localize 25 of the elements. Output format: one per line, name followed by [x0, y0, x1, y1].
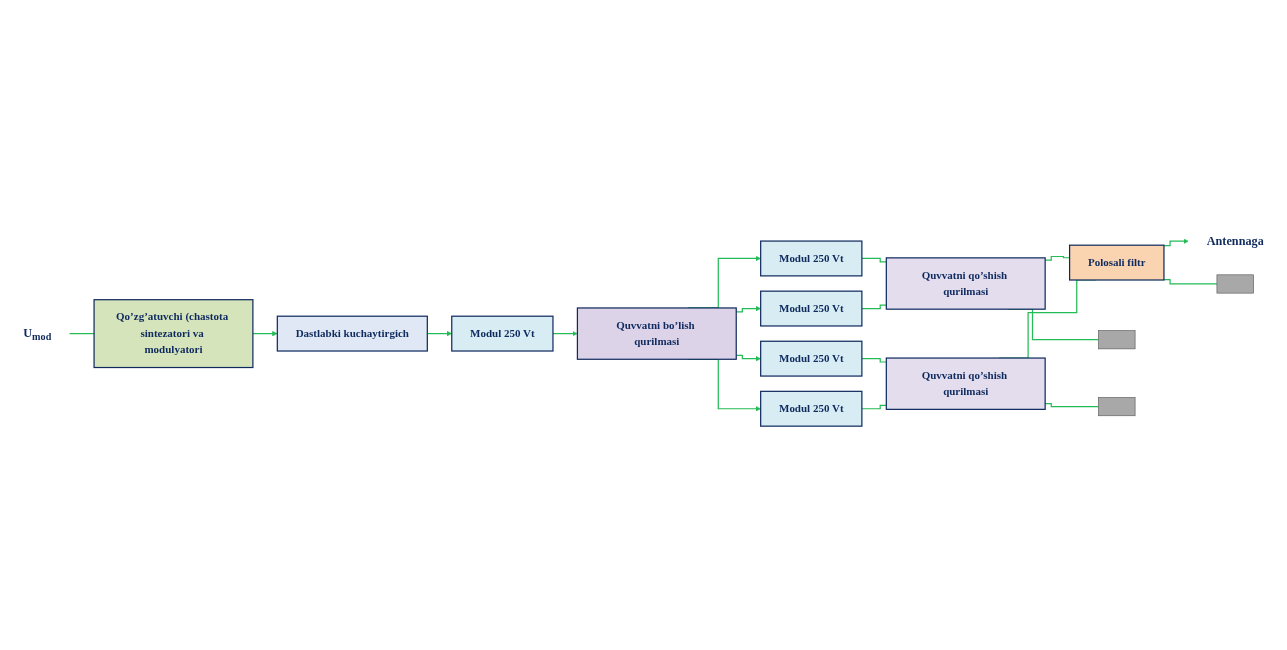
node-box: Qo’zg’atuvchi (chastota sintezatori va modulyatori [93, 299, 254, 369]
node-box [1098, 330, 1136, 350]
connector [69, 333, 95, 335]
node-box: Modul 250 Vt [760, 240, 863, 277]
node-box: Modul 250 Vt [760, 291, 863, 328]
node-box: Modul 250 Vt [760, 391, 863, 428]
node-box: Polosali filtr [1069, 245, 1165, 282]
arrow [552, 331, 578, 337]
node-box: Quvvatni qo’shish qurilmasi [885, 257, 1046, 311]
connector [1163, 279, 1218, 286]
node-box: Modul 250 Vt [451, 316, 554, 353]
arrow [252, 331, 278, 337]
node-box: Dastlabki kuchaytirgich [276, 316, 428, 353]
arrow [1163, 239, 1189, 247]
connector [861, 305, 887, 310]
node-text: Antennaga [1206, 234, 1264, 249]
node-text: U$_{mod}$ [23, 326, 52, 343]
connector [861, 405, 887, 410]
node-box [1098, 397, 1136, 417]
node-box: Modul 250 Vt [760, 341, 863, 378]
node-box: Quvvatni bo’lish qurilmasi [576, 307, 737, 361]
connector [861, 358, 887, 364]
node-box: Quvvatni qo’shish qurilmasi [885, 357, 1046, 411]
connector [861, 258, 887, 263]
node-box [1216, 274, 1254, 294]
